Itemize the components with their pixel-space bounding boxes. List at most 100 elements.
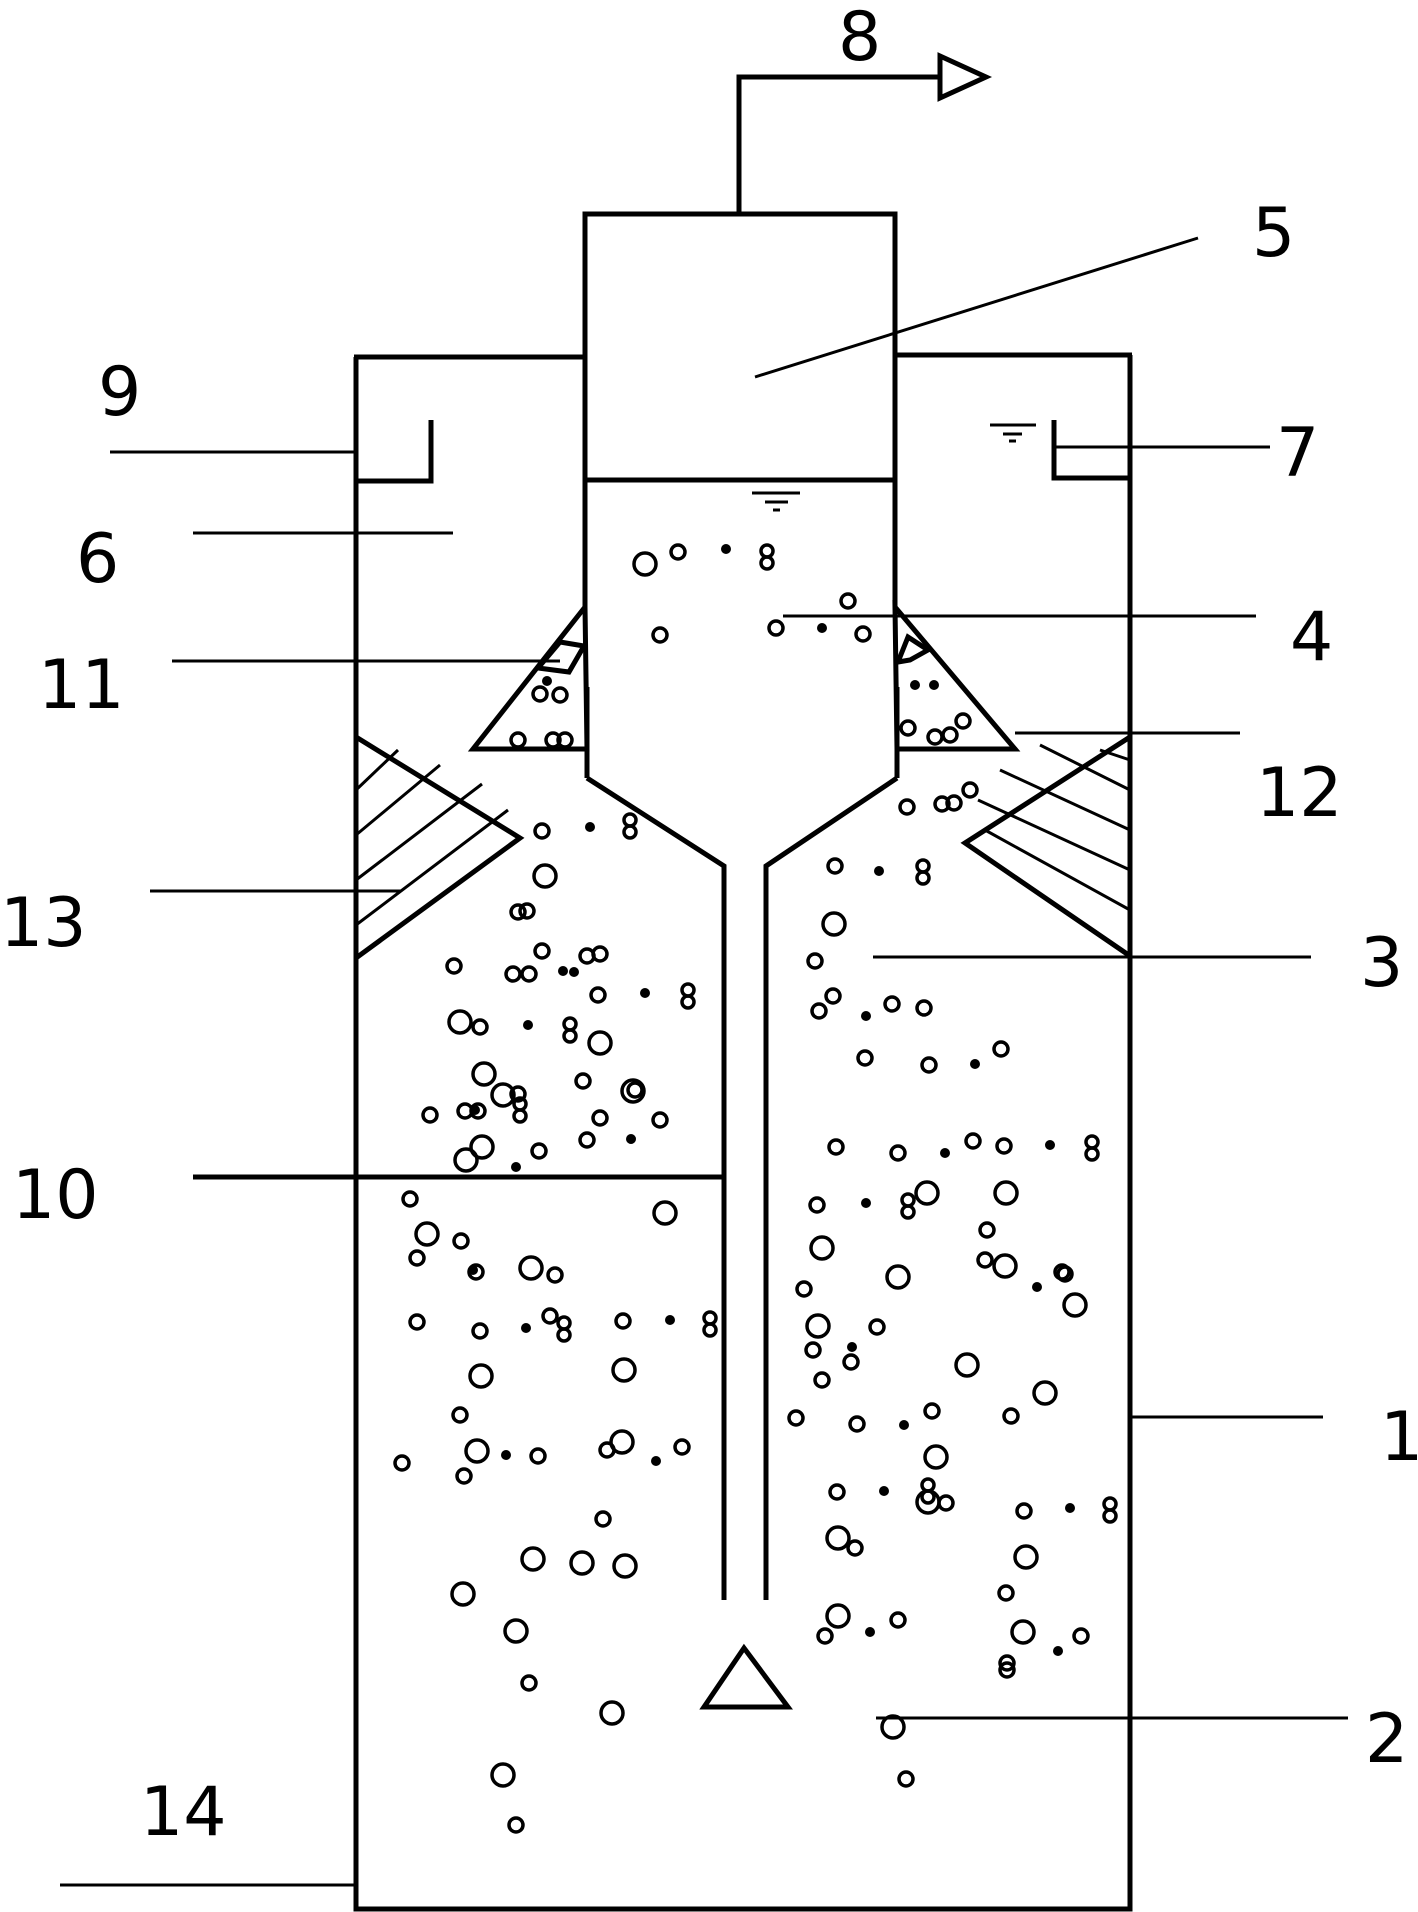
small-bubble (923, 1402, 941, 1420)
label-5: 5 (1252, 194, 1295, 273)
large-bubble (993, 1180, 1019, 1206)
large-bubble (1010, 1619, 1036, 1645)
small-bubble (839, 592, 857, 610)
small-bubble (813, 1371, 831, 1389)
label-2: 2 (1365, 1700, 1408, 1779)
small-bubble (1015, 1502, 1033, 1520)
small-bubble (767, 619, 785, 637)
three-phase-separator (582, 480, 900, 1600)
double-bubble (1102, 1496, 1118, 1512)
particle-dot (651, 1456, 661, 1466)
particle-dot (861, 1011, 871, 1021)
particle-dot (640, 988, 650, 998)
large-bubble (612, 1553, 638, 1579)
small-bubble (976, 1251, 994, 1269)
small-bubble (787, 1409, 805, 1427)
large-bubble (464, 1438, 490, 1464)
large-bubble (611, 1357, 637, 1383)
small-bubble (509, 731, 527, 749)
small-bubble (518, 902, 536, 920)
large-bubble (885, 1264, 911, 1290)
particle-dot (511, 1162, 521, 1172)
label-14: 14 (140, 1773, 227, 1852)
small-bubble (591, 945, 609, 963)
large-bubble (1032, 1380, 1058, 1406)
large-bubble (414, 1221, 440, 1247)
particle-dot (970, 1059, 980, 1069)
small-bubble (826, 857, 844, 875)
double-bubble (702, 1310, 718, 1326)
particle-dot (899, 1420, 909, 1430)
double-bubble (1084, 1134, 1100, 1150)
small-bubble (589, 986, 607, 1004)
large-bubble (821, 911, 847, 937)
small-bubble (810, 1002, 828, 1020)
small-bubble (452, 1232, 470, 1250)
small-bubble (945, 794, 963, 812)
particle-dot (626, 1134, 636, 1144)
small-bubble (899, 719, 917, 737)
small-bubble (941, 726, 959, 744)
particle-dot (585, 822, 595, 832)
particle-dot (910, 680, 920, 690)
large-bubble (447, 1009, 473, 1035)
particle-dot (542, 676, 552, 686)
small-bubble (551, 686, 569, 704)
large-bubble (1013, 1544, 1039, 1570)
small-bubble (541, 1307, 559, 1325)
small-bubble (920, 1056, 938, 1074)
double-bubble (759, 555, 775, 571)
large-bubble (520, 1546, 546, 1572)
small-bubble (471, 1018, 489, 1036)
small-bubble (504, 965, 522, 983)
small-bubble (824, 987, 842, 1005)
double-bubble (915, 858, 931, 874)
particle-dot (569, 967, 579, 977)
small-bubble (1002, 1407, 1020, 1425)
small-bubble (544, 731, 562, 749)
reactor-vessel (353, 352, 1133, 1912)
large-bubble (490, 1082, 516, 1108)
large-bubble (532, 863, 558, 889)
small-bubble (868, 1318, 886, 1336)
double-bubble (622, 824, 638, 840)
small-bubble (964, 1132, 982, 1150)
double-bubble (900, 1204, 916, 1220)
small-bubble (997, 1584, 1015, 1602)
small-bubble (898, 798, 916, 816)
small-bubble (509, 903, 527, 921)
particle-dot (470, 1105, 480, 1115)
small-bubble (574, 1072, 592, 1090)
small-bubble (889, 1144, 907, 1162)
gas-outlet-pipe (736, 52, 993, 214)
particle-dot (721, 544, 731, 554)
double-bubble (915, 870, 931, 886)
label-9: 9 (98, 353, 141, 432)
large-bubble (518, 1255, 544, 1281)
large-bubble (471, 1061, 497, 1087)
small-bubble (614, 1312, 632, 1330)
small-bubble (591, 1109, 609, 1127)
large-bubble (809, 1235, 835, 1261)
overflow-weirs (356, 420, 1130, 484)
small-bubble (529, 1447, 547, 1465)
small-bubble (804, 1341, 822, 1359)
small-bubble (467, 1263, 485, 1281)
inlet-distributor (699, 1643, 793, 1710)
small-bubble (883, 995, 901, 1013)
small-bubble (961, 781, 979, 799)
hatched-baffles (353, 732, 1133, 963)
small-bubble (808, 1196, 826, 1214)
small-bubble (393, 1454, 411, 1472)
particle-dot (847, 1342, 857, 1352)
small-bubble (998, 1654, 1016, 1672)
small-bubble (455, 1467, 473, 1485)
small-bubble (848, 1415, 866, 1433)
particle-dot (817, 623, 827, 633)
small-bubble (992, 1040, 1010, 1058)
small-bubble (651, 1111, 669, 1129)
large-bubble (490, 1762, 516, 1788)
small-bubble (421, 1106, 439, 1124)
particles (393, 543, 1118, 1834)
